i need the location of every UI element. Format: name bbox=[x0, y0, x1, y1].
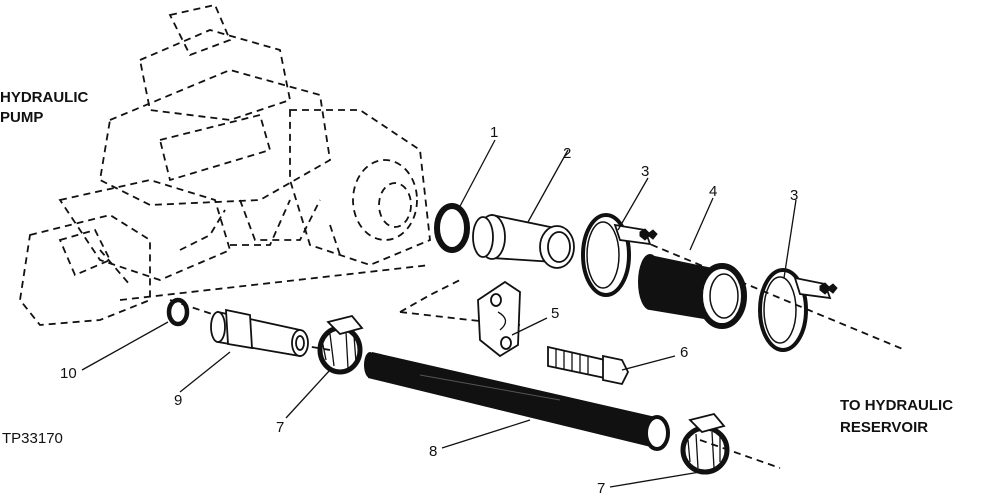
hydraulic-pump-outline bbox=[19, 3, 431, 326]
part-9-straight-fitting bbox=[210, 308, 309, 358]
part-7-hose-clamp-upper bbox=[317, 314, 364, 375]
callout-2: 2 bbox=[563, 145, 571, 162]
part-10-small-o-ring bbox=[166, 297, 190, 327]
part-6-cap-screw bbox=[547, 345, 630, 386]
part-4-short-hose bbox=[638, 254, 747, 329]
callout-6: 6 bbox=[680, 344, 688, 361]
figure-code: TP33170 bbox=[2, 430, 63, 447]
callout-numbers: 1 2 3 4 3 5 6 7 8 7 9 10 bbox=[60, 124, 798, 495]
callout-7a: 7 bbox=[276, 419, 284, 436]
callout-3a: 3 bbox=[641, 163, 649, 180]
part-3-hose-clamp-right bbox=[758, 268, 838, 352]
callout-3b: 3 bbox=[790, 187, 798, 204]
callout-4: 4 bbox=[709, 183, 717, 200]
leader-lines bbox=[81, 139, 797, 488]
callout-7b: 7 bbox=[597, 480, 605, 495]
reservoir-label-line2: RESERVOIR bbox=[840, 419, 928, 436]
part-1-o-ring bbox=[434, 203, 470, 253]
part-3-hose-clamp-upper bbox=[581, 213, 658, 297]
part-7-hose-clamp-lower bbox=[680, 412, 730, 475]
callout-9: 9 bbox=[174, 392, 182, 409]
callout-5: 5 bbox=[551, 305, 559, 322]
part-2-flange-fitting bbox=[472, 213, 575, 269]
callout-8: 8 bbox=[429, 443, 437, 460]
callout-1: 1 bbox=[490, 124, 498, 141]
hydraulic-pump-label-line2: PUMP bbox=[0, 109, 43, 126]
part-8-long-hose bbox=[364, 352, 670, 451]
reservoir-label-line1: TO HYDRAULIC bbox=[840, 397, 953, 414]
hydraulic-pump-label-line1: HYDRAULIC bbox=[0, 89, 88, 106]
callout-10: 10 bbox=[60, 365, 77, 382]
part-5-flange-clamp bbox=[477, 280, 521, 358]
